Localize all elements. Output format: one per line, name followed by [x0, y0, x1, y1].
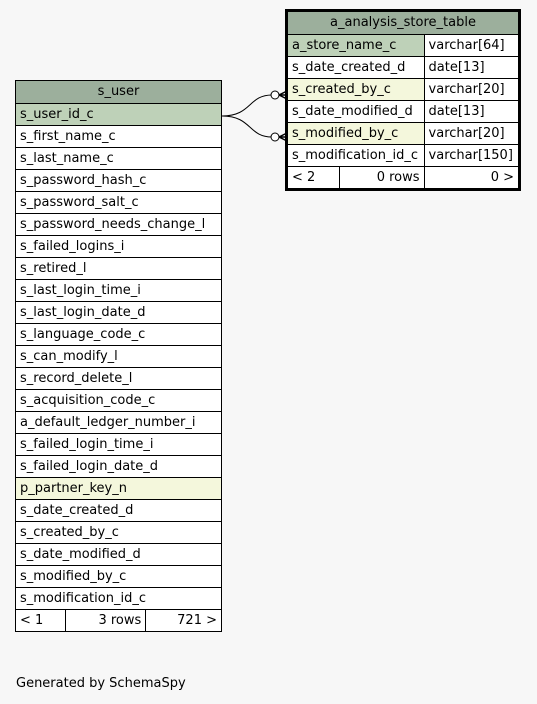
column-name[interactable]: s_modified_by_c: [287, 122, 425, 145]
column-name[interactable]: s_user_id_c: [15, 103, 222, 126]
table-footer: < 2 0 rows 0 >: [286, 166, 520, 189]
cardinality-zero-icon: [270, 132, 280, 142]
column-name[interactable]: s_language_code_c: [15, 323, 222, 346]
column-name[interactable]: s_date_modified_d: [15, 543, 222, 566]
column-name[interactable]: s_retired_l: [15, 257, 222, 280]
column-name[interactable]: s_can_modify_l: [15, 345, 222, 368]
column-row: s_date_created_d: [15, 499, 222, 522]
parent-count[interactable]: < 1: [14, 609, 67, 632]
column-row: s_last_login_time_i: [15, 279, 222, 302]
column-row: a_default_ledger_number_i: [15, 411, 222, 434]
column-name[interactable]: s_password_hash_c: [15, 169, 222, 192]
column-row: s_last_name_c: [15, 147, 222, 170]
column-name[interactable]: s_password_salt_c: [15, 191, 222, 214]
column-type: date[13]: [423, 56, 520, 79]
column-row: s_language_code_c: [15, 323, 222, 346]
column-row: s_failed_login_time_i: [15, 433, 222, 456]
column-row: p_partner_key_n: [15, 477, 222, 500]
generated-by-credit: Generated by SchemaSpy: [16, 676, 186, 691]
column-type: varchar[20]: [423, 78, 520, 101]
column-name[interactable]: s_last_name_c: [15, 147, 222, 170]
column-row: s_password_hash_c: [15, 169, 222, 192]
column-row: s_retired_l: [15, 257, 222, 280]
column-type: varchar[20]: [423, 122, 520, 145]
column-row: s_user_id_c: [15, 103, 222, 126]
column-row: s_failed_login_date_d: [15, 455, 222, 478]
column-row: s_first_name_c: [15, 125, 222, 148]
column-name[interactable]: s_modification_id_c: [287, 144, 425, 167]
column-name[interactable]: s_modification_id_c: [15, 587, 222, 610]
column-name[interactable]: s_date_modified_d: [287, 100, 425, 123]
crows-foot-icon: [278, 132, 288, 142]
column-name[interactable]: s_failed_logins_i: [15, 235, 222, 258]
column-type: varchar[64]: [423, 34, 520, 57]
column-row: s_last_login_date_d: [15, 301, 222, 324]
child-count[interactable]: 0 >: [423, 166, 520, 189]
column-name[interactable]: s_password_needs_change_l: [15, 213, 222, 236]
column-name[interactable]: s_first_name_c: [15, 125, 222, 148]
column-row: s_can_modify_l: [15, 345, 222, 368]
column-row: s_record_delete_l: [15, 367, 222, 390]
cardinality-zero-icon: [270, 90, 280, 100]
parent-count[interactable]: < 2: [286, 166, 341, 189]
column-name[interactable]: a_store_name_c: [287, 34, 425, 57]
column-row: s_modified_by_c: [15, 565, 222, 588]
column-row: s_date_modified_d: [15, 543, 222, 566]
column-name[interactable]: a_default_ledger_number_i: [15, 411, 222, 434]
column-name[interactable]: s_modified_by_c: [15, 565, 222, 588]
column-name[interactable]: s_last_login_time_i: [15, 279, 222, 302]
column-name[interactable]: s_created_by_c: [287, 78, 425, 101]
column-type: varchar[150]: [423, 144, 520, 167]
column-name[interactable]: s_record_delete_l: [15, 367, 222, 390]
column-row: s_modification_id_c: [15, 587, 222, 610]
table-title[interactable]: a_analysis_store_table: [287, 11, 519, 35]
table-title[interactable]: s_user: [15, 80, 222, 104]
column-name[interactable]: s_acquisition_code_c: [15, 389, 222, 412]
column-row: s_failed_logins_i: [15, 235, 222, 258]
column-name[interactable]: p_partner_key_n: [15, 477, 222, 500]
column-name[interactable]: s_date_created_d: [287, 56, 425, 79]
column-name[interactable]: s_failed_login_time_i: [15, 433, 222, 456]
column-name[interactable]: s_created_by_c: [15, 521, 222, 544]
column-row: s_acquisition_code_c: [15, 389, 222, 412]
column-row: s_password_needs_change_l: [15, 213, 222, 236]
row-count: 3 rows: [65, 609, 147, 632]
crows-foot-icon: [278, 90, 288, 100]
column-row: s_created_by_c: [15, 521, 222, 544]
column-type: date[13]: [423, 100, 520, 123]
column-row: s_password_salt_c: [15, 191, 222, 214]
row-count: 0 rows: [339, 166, 425, 189]
column-name[interactable]: s_last_login_date_d: [15, 301, 222, 324]
child-count[interactable]: 721 >: [145, 609, 222, 632]
column-name[interactable]: s_date_created_d: [15, 499, 222, 522]
column-name[interactable]: s_failed_login_date_d: [15, 455, 222, 478]
table-footer: < 1 3 rows 721 >: [14, 609, 222, 632]
